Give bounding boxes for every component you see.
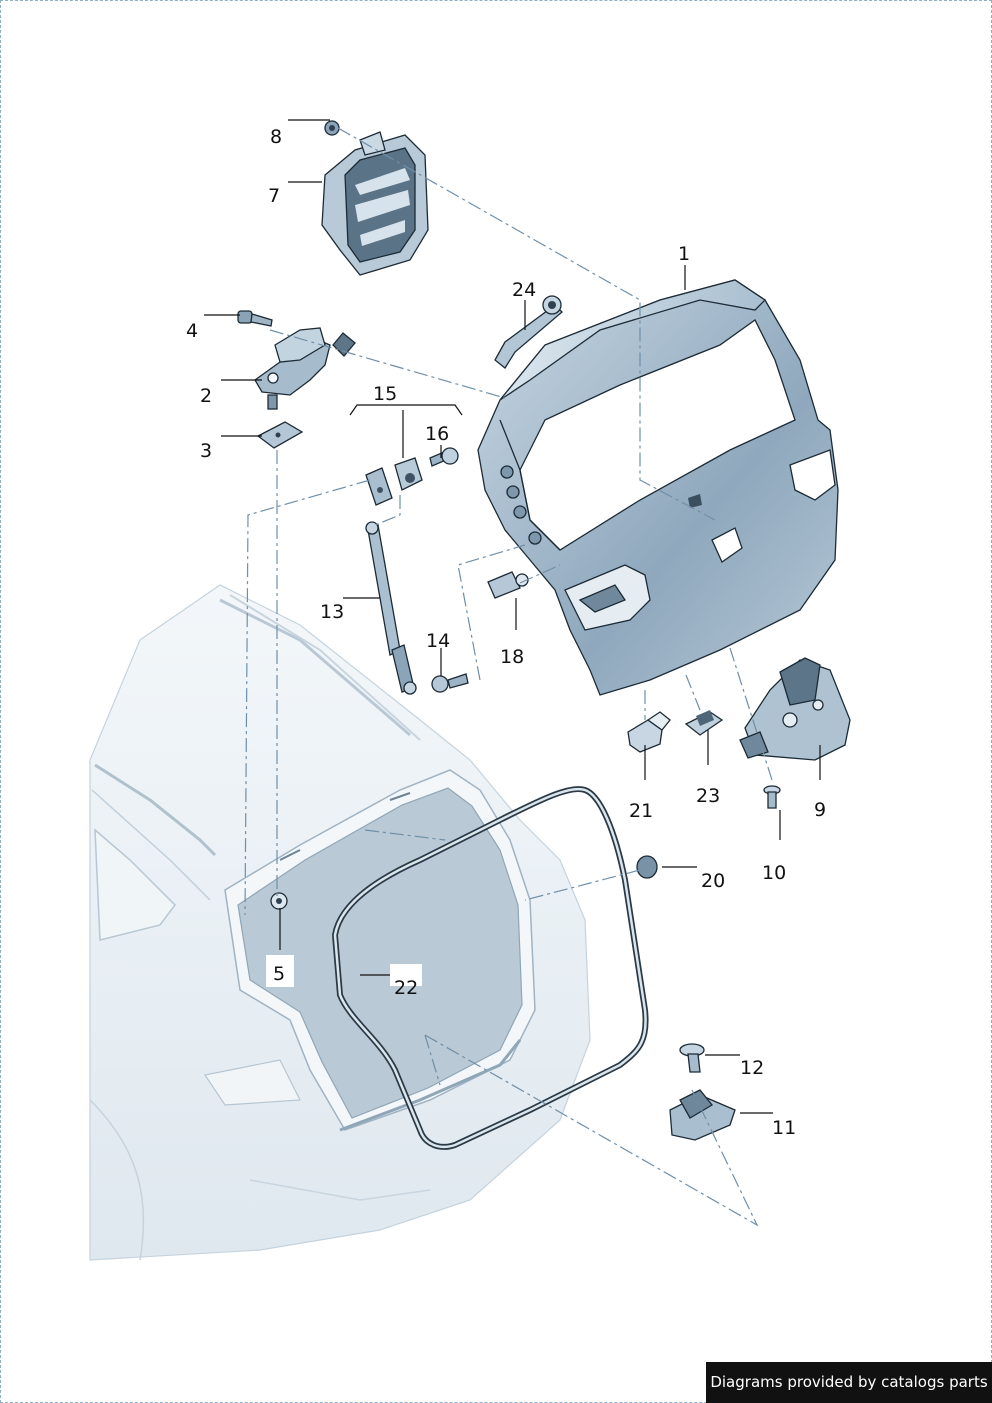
callout-20: 20 [701,870,725,892]
callout-10: 10 [762,862,786,884]
callout-9: 9 [814,799,826,821]
callout-16: 16 [425,423,449,445]
callout-15: 15 [373,383,397,405]
callout-numbers: 1 2 3 4 5 7 8 9 10 11 12 13 14 15 16 18 … [186,126,826,1139]
credit-banner: Diagrams provided by catalogs parts [706,1362,992,1403]
callout-5: 5 [273,963,285,985]
bolt-16 [429,447,459,467]
buffer-21 [627,711,671,753]
callout-5-box [266,955,294,987]
callout-24: 24 [512,279,536,301]
bolt-4 [237,310,273,327]
cable-guide-24 [494,295,563,369]
callout-23: 23 [696,785,720,807]
leader-lines [204,119,821,1114]
callout-1: 1 [678,243,690,265]
callout-22-box [390,964,422,986]
nut-5 [270,892,288,910]
switch-18 [487,571,529,599]
bolt-14 [431,673,469,693]
callout-3: 3 [200,440,212,462]
tailgate-lid [477,279,839,696]
tailgate-lock-9 [739,657,851,761]
vehicle-rear-body [89,584,591,1261]
callout-13: 13 [320,601,344,623]
callout-12: 12 [740,1057,764,1079]
gas-strut-13 [365,521,417,695]
tailgate-emblem [321,131,429,276]
hinge-2 [254,327,331,410]
gasket-square [332,332,356,357]
buffer-23 [684,710,724,736]
bolt-10 [763,785,781,809]
callout-21: 21 [629,800,653,822]
callout-22: 22 [394,977,418,999]
callout-8: 8 [270,126,282,148]
callout-2: 2 [200,385,212,407]
callout-4: 4 [186,320,198,342]
callout-14: 14 [426,630,450,652]
plug-20 [636,855,658,879]
callout-18: 18 [500,646,524,668]
screw-12 [679,1043,705,1073]
callout-7: 7 [268,185,280,207]
strut-bracket-15 [365,457,423,506]
nut-8 [324,120,340,136]
assembly-lines [244,127,773,1227]
striker-11 [669,1089,736,1141]
callout-11: 11 [772,1117,796,1139]
